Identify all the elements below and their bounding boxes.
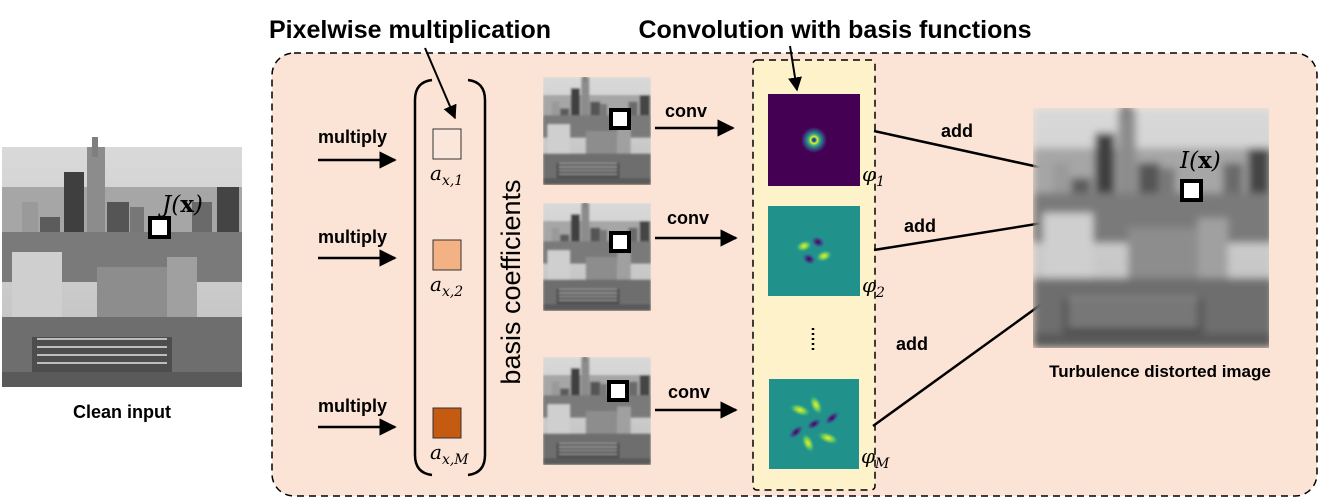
conv-label-2: conv [667, 208, 709, 228]
coefficient-square-2 [432, 239, 462, 271]
multiply-label: multiply [318, 127, 387, 147]
add-label-1: add [941, 121, 973, 141]
input-pixel-label: J(x) [158, 191, 203, 218]
coefficient-square-1 [432, 128, 462, 160]
output-pixel-label: I(x) [1179, 147, 1221, 174]
clean-input-image [1, 136, 243, 388]
multiply-label: multiply [318, 227, 387, 247]
basis-function-1 [768, 94, 860, 186]
weighted-pixel-marker [609, 231, 631, 253]
output-caption: Turbulence distorted image [1049, 362, 1271, 381]
weighted-pixel-marker [609, 108, 631, 130]
add-label-2: add [904, 216, 936, 236]
weighted-pixel-marker [607, 380, 629, 402]
add-label-3: add [896, 334, 928, 354]
clean-input-caption: Clean input [73, 402, 171, 422]
coefficient-label-1: ax,1 [430, 161, 463, 189]
multiply-row-1: multiply [318, 127, 397, 169]
multiply-row-2: multiply [318, 227, 397, 267]
distorted-output-image [1033, 108, 1269, 348]
basis-label-1: φ1 [862, 162, 885, 190]
weighted-image-2 [543, 203, 651, 311]
input-pixel-marker [148, 216, 171, 239]
convolution-label: Convolution with basis functions [638, 16, 1031, 44]
multiply-label: multiply [318, 396, 387, 416]
basis-label-2: φ2 [862, 273, 885, 301]
pixelwise-pointer-arrow [424, 47, 457, 120]
output-pixel-marker [1180, 179, 1203, 202]
coefficients-bracket [413, 78, 487, 477]
coefficient-label-3: ax,M [430, 440, 469, 468]
convolution-pointer-arrow [788, 45, 802, 92]
weighted-image-1 [543, 77, 651, 185]
basis-coefficients-label: basis coefficients [496, 179, 526, 384]
pixelwise-multiplication-label: Pixelwise multiplication [269, 16, 551, 44]
weighted-image-3 [543, 357, 651, 465]
coefficient-label-2: ax,2 [430, 272, 463, 300]
coefficient-square-3 [432, 407, 462, 439]
basis-function-m [769, 379, 859, 469]
basis-label-m: φM [861, 444, 890, 472]
conv-label-3: conv [668, 382, 710, 402]
conv-label-1: conv [665, 101, 707, 121]
multiply-row-3: multiply [318, 396, 397, 436]
basis-function-2 [768, 206, 860, 296]
